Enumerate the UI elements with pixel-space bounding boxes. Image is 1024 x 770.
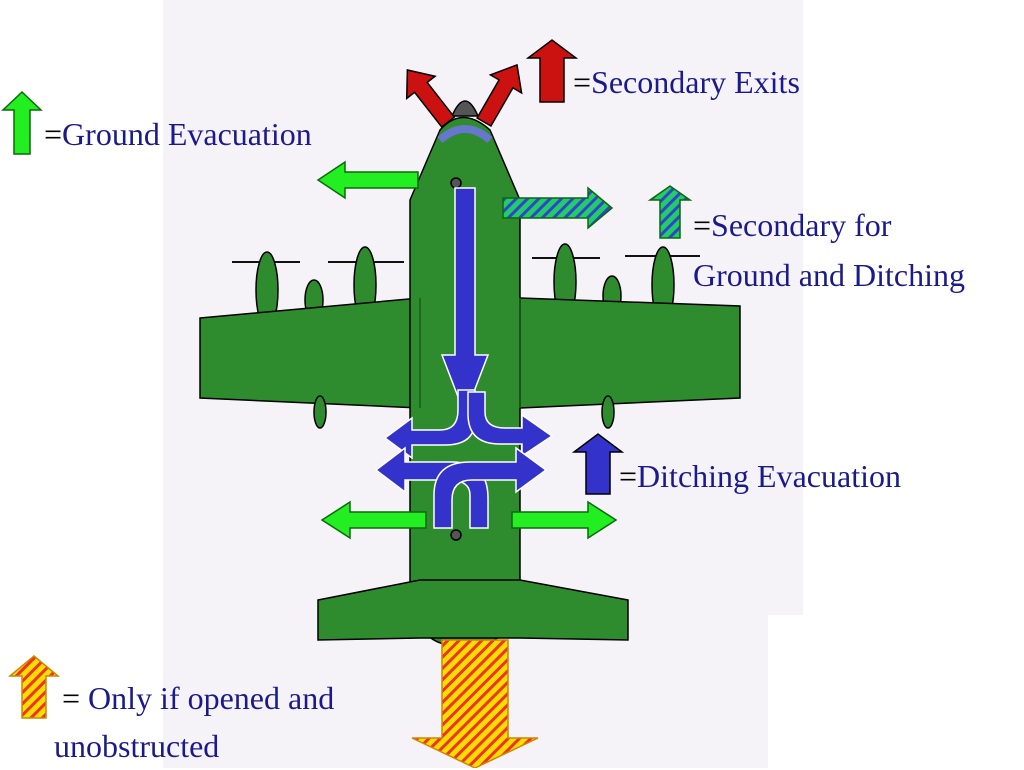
legend-ground-text: Ground Evacuation: [62, 116, 312, 152]
legend-cond-line1: = Only if opened and: [54, 674, 334, 722]
legend-equals: =: [62, 680, 89, 716]
ground-arrow-front-left: [316, 160, 419, 200]
legend-ground-evacuation: =Ground Evacuation: [44, 116, 312, 152]
red-arrow-icon: [525, 39, 579, 103]
cockpit-windows: [437, 125, 493, 144]
hatched-green-blue-arrow-icon: [647, 185, 693, 239]
legend-cond-line1-text: Only if opened and: [88, 680, 335, 716]
ditching-arrow-central: [440, 187, 490, 418]
ground-arrow-rear-left: [320, 500, 427, 540]
green-arrow-icon: [1, 90, 43, 155]
legend-equals: =: [619, 458, 638, 494]
legend-secondary-text: Secondary Exits: [591, 64, 800, 100]
legend-cond-line2-text: unobstructed: [54, 728, 220, 764]
ditching-arrow-upper-right: [467, 391, 554, 458]
nose-cone: [450, 100, 480, 117]
ground-evacuation-arrows: [316, 160, 618, 540]
hatched-yellow-red-arrow-icon: [7, 655, 61, 719]
secondary-ground-ditching-arrow: [502, 186, 614, 230]
legend-icons: [1, 39, 693, 719]
legend-ditching-evacuation: =Ditching Evacuation: [619, 458, 901, 494]
legend-sgd-line1: =Secondary for: [693, 200, 1024, 250]
ditching-arrow-lower-right: [433, 446, 548, 529]
legend-equals: =: [44, 116, 63, 152]
secondary-exit-arrows: [405, 63, 523, 128]
blue-arrow-icon: [571, 433, 625, 495]
legend-secondary-exits: =Secondary Exits: [573, 64, 800, 100]
legend-equals: =: [573, 64, 592, 100]
legend-sgd-line2-text: Ground and Ditching: [693, 257, 965, 293]
ditching-arrow-upper-left: [383, 389, 476, 460]
legend-secondary-ground-ditching: =Secondary for Ground and Ditching: [693, 200, 1024, 300]
legend-equals: =: [693, 207, 712, 243]
tail-stabilizer: [317, 579, 629, 641]
rear-ramp-arrow: [411, 639, 539, 768]
ditching-evacuation-arrows: [374, 187, 554, 529]
legend-sgd-line1-text: Secondary for: [711, 207, 892, 243]
legend-conditional-exit: = Only if opened and unobstructed: [54, 674, 334, 770]
legend-ditching-text: Ditching Evacuation: [637, 458, 901, 494]
ground-arrow-rear-right: [511, 500, 618, 540]
